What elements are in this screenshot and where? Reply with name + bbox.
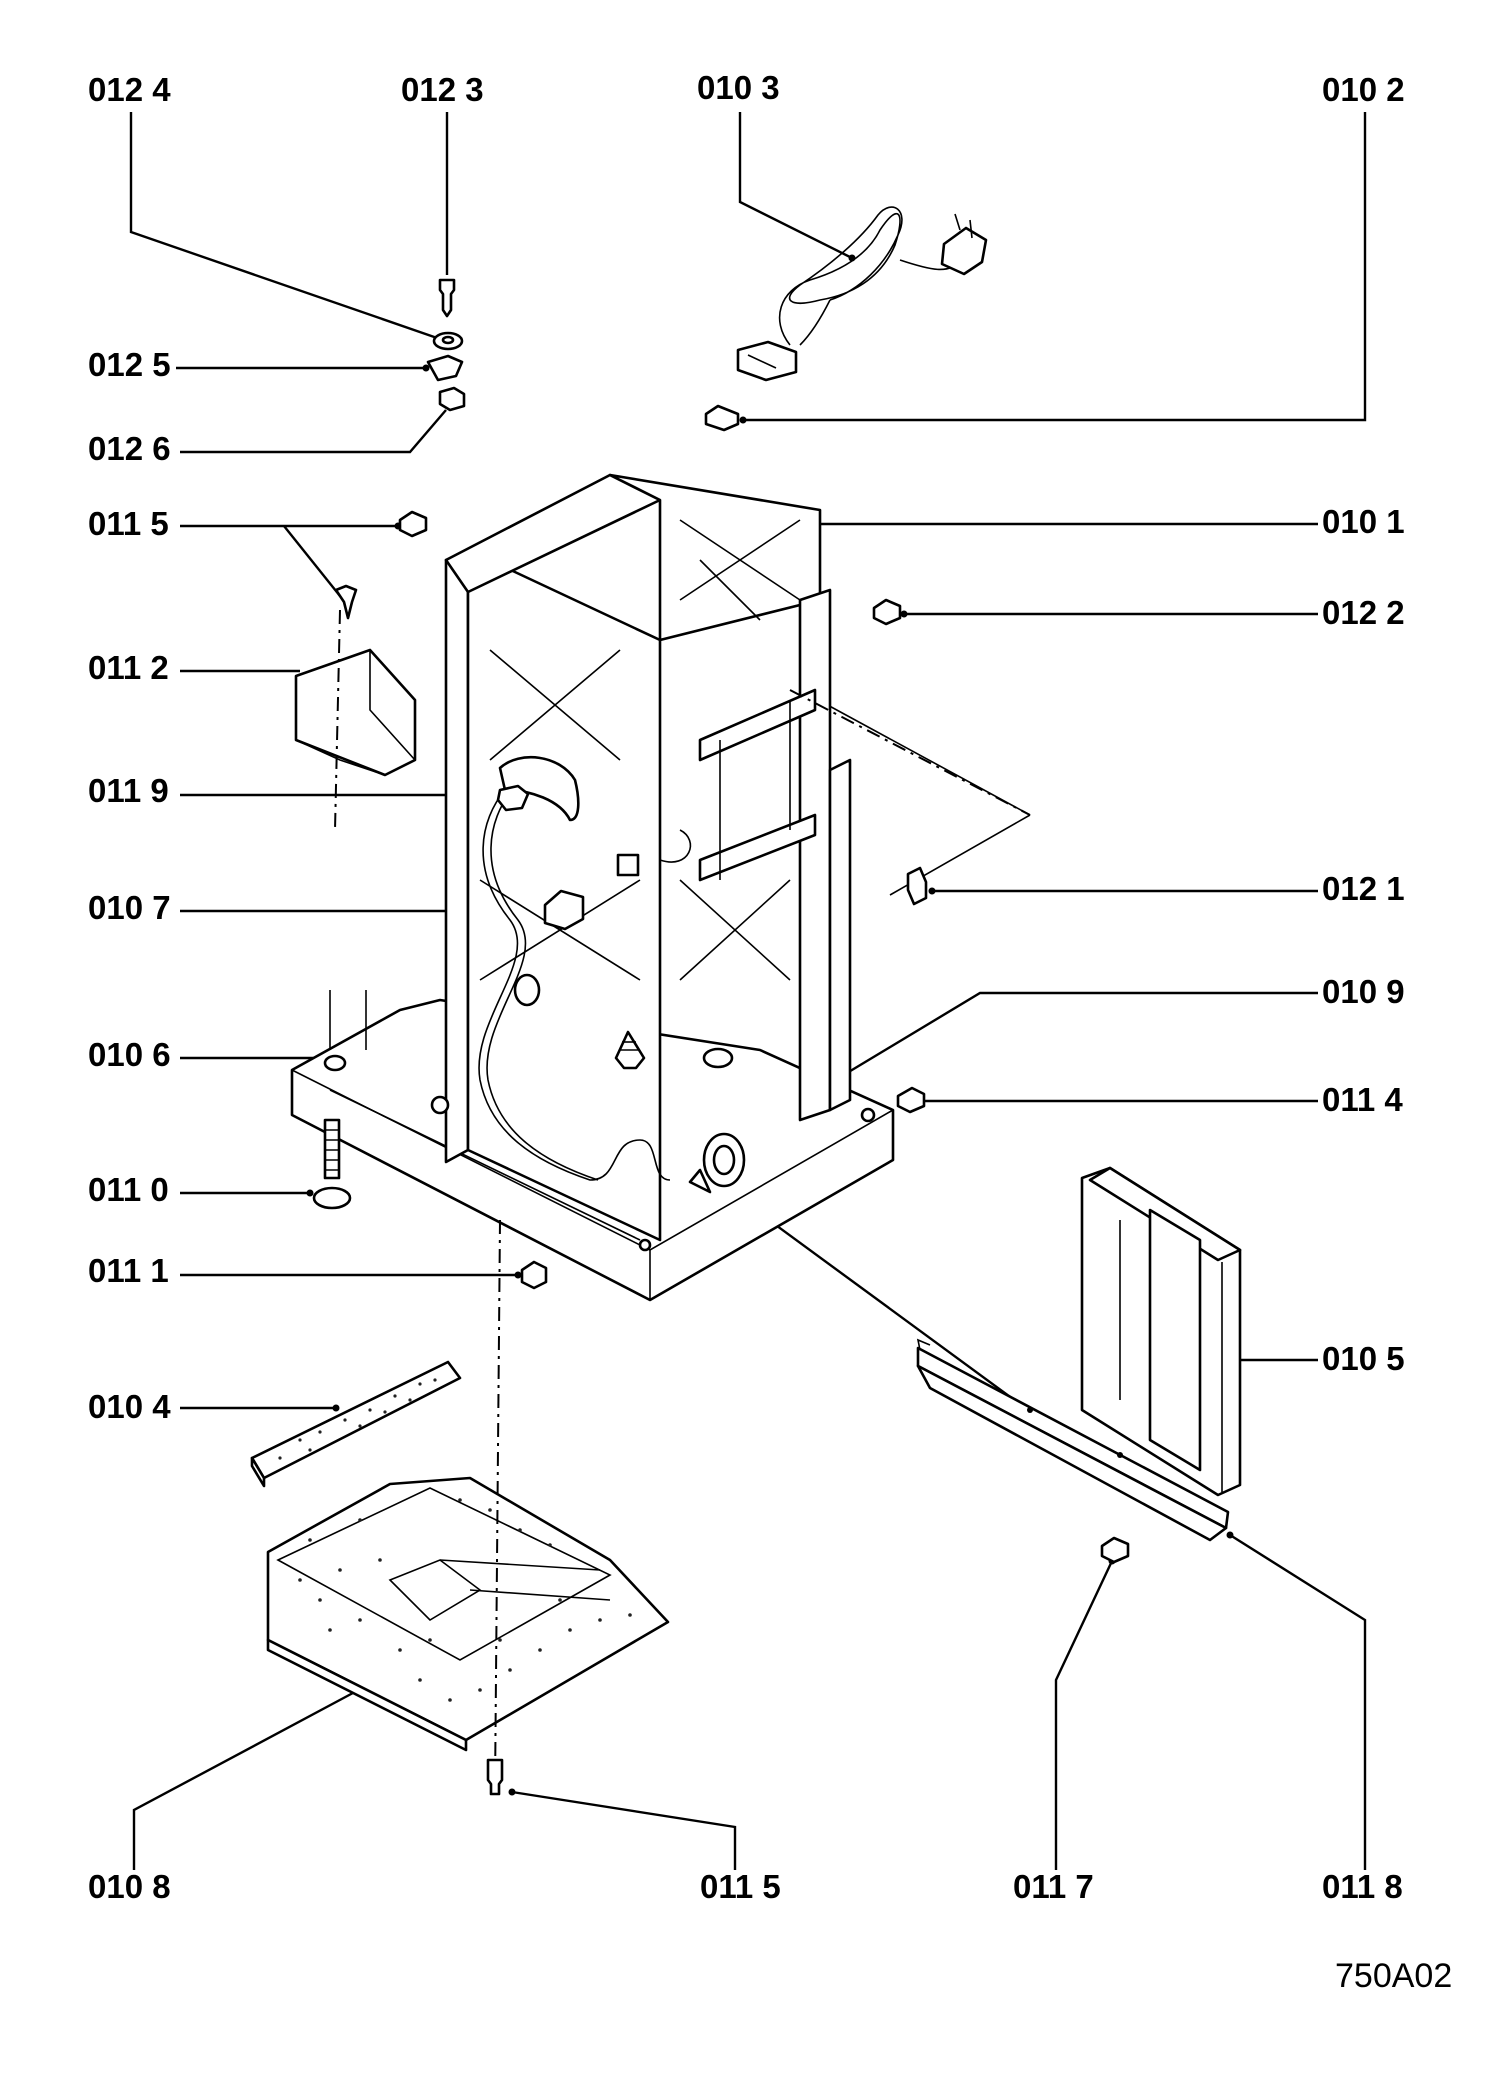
callout-012-5: 012 5 (88, 346, 171, 383)
cabinet-frame-010-1 (290, 473, 895, 1302)
callout-010-7: 010 7 (88, 889, 171, 926)
wiring-harness (478, 755, 692, 1181)
nut-011-4 (896, 1086, 926, 1114)
callout-010-3: 010 3 (697, 69, 780, 106)
callout-010-6: 010 6 (88, 1036, 171, 1073)
callout-012-2: 012 2 (1322, 594, 1405, 631)
callout-labels: 012 4 012 3 010 3 010 2 012 5 012 6 011 … (88, 69, 1405, 1905)
side-panel-010-5 (1080, 1166, 1242, 1497)
leader-lines (129, 112, 1367, 1870)
screw-011-7 (1100, 1536, 1130, 1564)
callout-010-5: 010 5 (1322, 1340, 1405, 1377)
screw-011-5-top (334, 510, 428, 620)
switch-010-7 (543, 889, 585, 931)
callout-011-4: 011 4 (1322, 1081, 1403, 1118)
clip-012-5 (426, 354, 464, 382)
callout-012-6: 012 6 (88, 430, 171, 467)
washer-012-4 (432, 331, 464, 351)
bracket-012-1 (906, 866, 928, 906)
callout-011-0: 011 0 (88, 1171, 169, 1208)
drawing-code: 750A02 (1335, 1957, 1452, 1995)
callout-011-1: 011 1 (88, 1252, 169, 1289)
callout-012-3: 012 3 (401, 71, 484, 108)
screw-012-2 (872, 598, 902, 626)
foam-strip-010-4 (250, 1360, 462, 1488)
callout-010-4: 010 4 (88, 1388, 171, 1425)
callout-010-2: 010 2 (1322, 71, 1405, 108)
callout-011-2: 011 2 (88, 649, 169, 686)
callout-011-9: 011 9 (88, 772, 169, 809)
screw-012-3 (438, 278, 456, 318)
foot-011-0 (312, 1118, 352, 1210)
screw-011-5-bottom (486, 1758, 504, 1796)
grommet-011-9 (496, 784, 530, 812)
screw-010-2 (704, 404, 740, 432)
callout-011-5-bottom: 011 5 (700, 1868, 781, 1905)
nut-012-6 (438, 386, 466, 412)
motor-010-9 (688, 1132, 746, 1194)
callout-012-4: 012 4 (88, 71, 171, 108)
callout-010-8: 010 8 (88, 1868, 171, 1905)
rail-011-8 (916, 1338, 1230, 1542)
nut-011-1 (520, 1260, 548, 1290)
callout-011-7: 011 7 (1013, 1868, 1094, 1905)
callout-011-8: 011 8 (1322, 1868, 1403, 1905)
callout-011-5-top: 011 5 (88, 505, 169, 542)
power-cord-010-3 (736, 206, 988, 382)
base-plate-010-8 (266, 1219, 670, 1791)
cover-011-2 (294, 609, 417, 831)
callout-010-1: 010 1 (1322, 503, 1405, 540)
callout-010-9: 010 9 (1322, 973, 1405, 1010)
bushing-010-6 (614, 1030, 646, 1070)
guide-lines-010-1 (329, 689, 1031, 1050)
callout-012-1: 012 1 (1322, 870, 1405, 907)
